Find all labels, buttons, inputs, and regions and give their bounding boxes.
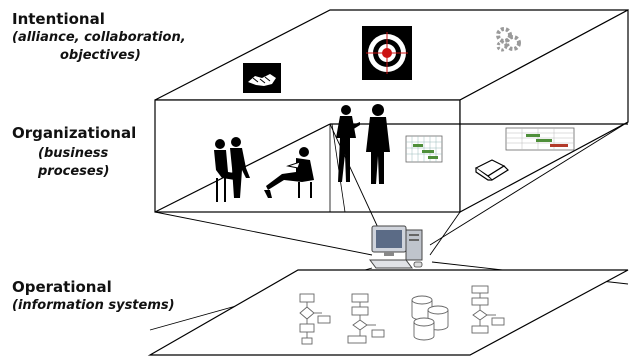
- database-icon: [411, 295, 449, 341]
- open-book-icon: [474, 159, 509, 181]
- intentional-subtitle-line-1: (alliance, collaboration,: [12, 30, 186, 45]
- people-sitting-icon: [214, 137, 250, 202]
- organizational-subtitle-line-1: (business: [38, 146, 109, 161]
- flowchart-icon: [299, 293, 331, 345]
- operational-subtitle: (information systems): [12, 298, 175, 313]
- flowchart-icon: [347, 293, 385, 344]
- intentional-subtitle-line-2: objectives): [60, 48, 141, 63]
- computer-icon: [369, 225, 423, 269]
- gantt-chart-icon: [505, 127, 575, 151]
- person-reading-icon: [264, 147, 314, 198]
- operational-plane: [147, 269, 629, 356]
- target-icon: [362, 26, 412, 80]
- organizational-title: Organizational: [12, 124, 137, 142]
- flowchart-icon: [471, 285, 505, 334]
- handshake-icon: [243, 63, 281, 93]
- intentional-title: Intentional: [12, 10, 105, 28]
- operational-title: Operational: [12, 278, 112, 296]
- organizational-subtitle-line-2: proceses): [38, 164, 110, 179]
- gears-icon: [496, 27, 521, 52]
- people-standing-icon: [336, 104, 390, 184]
- gantt-chart-icon: [405, 135, 443, 163]
